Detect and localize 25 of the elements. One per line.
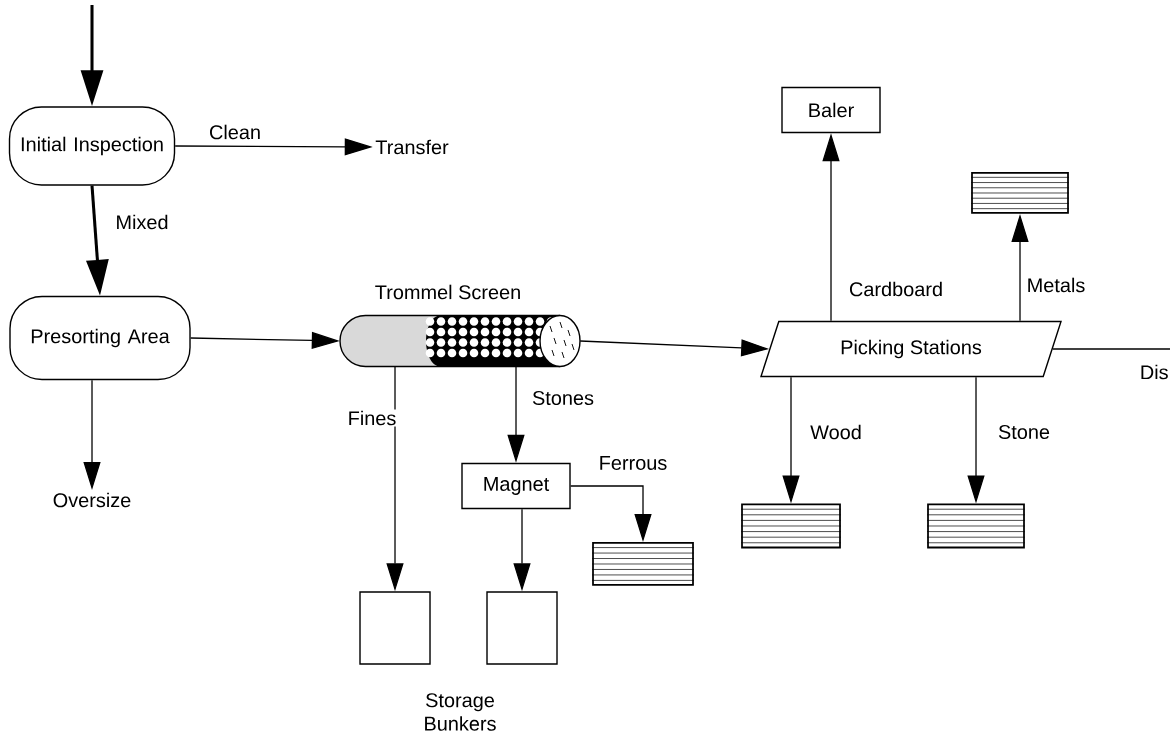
edge-label: Dis (1138, 363, 1170, 381)
process-box: Magnet (461, 462, 571, 510)
process-box: Initial Inspection (8, 106, 176, 186)
edge-label: Ferrous (597, 454, 669, 472)
hatched-bin (926, 503, 1026, 549)
edge-label: Stones (530, 389, 596, 407)
hatched-bin (591, 542, 695, 586)
process-box: Presorting Area (9, 295, 191, 381)
edge-label: Stone (996, 423, 1052, 441)
edge-label: Clean (207, 123, 263, 141)
storage-bunker (486, 591, 558, 665)
destination-text: Oversize (53, 492, 131, 508)
edge-label: Mixed (114, 213, 170, 231)
picking-parallelogram: Picking Stations (760, 320, 1062, 378)
process-box: Baler (781, 86, 881, 134)
hatched-bin (740, 503, 842, 549)
node-heading: Trommel Screen (375, 284, 520, 300)
edge-label: Wood (809, 423, 863, 441)
edge-label: Metals (1025, 276, 1087, 294)
destination-text: Transfer (375, 139, 449, 155)
storage-bunker (359, 591, 431, 665)
edge-label: Cardboard (847, 280, 945, 298)
caption-text: Storage Bunkers (425, 693, 496, 731)
hatched-bin (970, 172, 1070, 214)
edge-label: Fines (346, 409, 398, 427)
